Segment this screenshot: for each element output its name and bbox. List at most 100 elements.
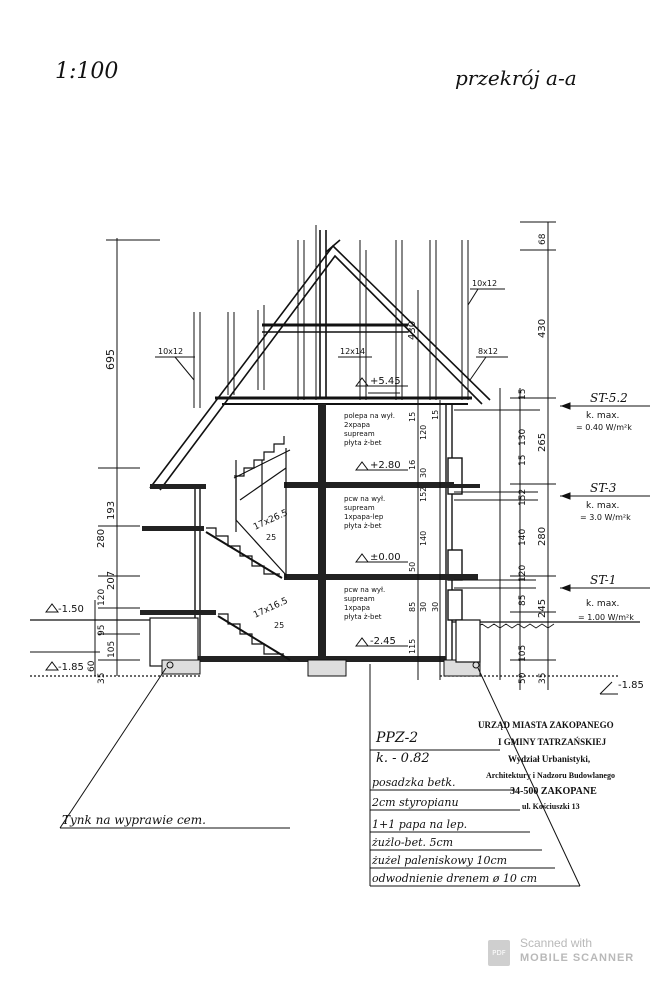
- timber-label-3: 8x12: [478, 347, 498, 356]
- floor-note-2-line-1: pcw na wył.: [344, 495, 385, 503]
- left-dimension-line: [94, 238, 160, 676]
- stamp-line-3: Wydział Urbanistyki,: [508, 754, 590, 764]
- mid-dim-1: 120: [419, 425, 428, 440]
- mid-dim-2: 15: [431, 410, 440, 420]
- right-dim-1: 130: [518, 429, 528, 446]
- foundation-line-1: posadzka betk.: [372, 776, 456, 789]
- st-label-1: ST-5.2 k. max. = 0.40 W/m²k: [560, 391, 650, 432]
- floor-note-2-line-2: supream: [344, 504, 375, 512]
- watermark-line-2: MOBILE SCANNER: [520, 952, 635, 964]
- st-1-k: k. max.: [586, 411, 619, 421]
- right-dim-3: 265: [537, 433, 548, 452]
- level-minus-245: -2.45: [370, 636, 396, 647]
- right-dim-4: 152: [518, 489, 528, 506]
- st-2-name: ST-3: [590, 481, 617, 495]
- st-2-k: k. max.: [586, 501, 619, 511]
- stamp-line-2: I GMINY TATRZAŃSKIEJ: [498, 737, 607, 747]
- floor-note-3-line-3: 1xpapa: [344, 604, 370, 612]
- foundation-line-3: 1+1 papa na lep.: [372, 818, 467, 831]
- mid-dim-10: 30: [431, 602, 440, 612]
- level-minus-185-right: -1.85: [618, 680, 644, 691]
- floor-slabs: [140, 409, 540, 662]
- mid-dim-9: 30: [419, 602, 428, 612]
- left-dim-4: 95: [97, 625, 107, 636]
- pdf-badge-icon: PDF: [488, 940, 510, 966]
- stamp-line-4: Architektury i Nadzoru Budowlanego: [486, 771, 615, 780]
- floor-note-3-line-1: pcw na wył.: [344, 586, 385, 594]
- floor-note-3-line-2: supream: [344, 595, 375, 603]
- floor-note-1-line-3: supream: [344, 430, 375, 438]
- vertical-posts: [193, 225, 469, 408]
- left-dim-6: 60: [87, 660, 97, 672]
- floor-note-1-line-2: 2xpapa: [344, 421, 370, 429]
- foundation-leaders: [59, 664, 581, 887]
- foundation-k: k. - 0.82: [376, 751, 430, 766]
- floor-note-box-2: pcw na wył. supream 1xpapa-lep płyta ż-b…: [340, 492, 404, 534]
- level-545: +5.45: [370, 376, 401, 387]
- plaster-note: Tynk na wyprawie cem.: [62, 813, 206, 827]
- right-dim-12: 35: [538, 673, 548, 684]
- stamp-line-5: 34-500 ZAKOPANE: [510, 786, 597, 797]
- st-3-name: ST-1: [590, 573, 616, 587]
- left-dim-0: 193: [106, 501, 117, 520]
- level-minus-150: -1.50: [58, 604, 84, 615]
- left-dim-2: 207: [106, 571, 117, 590]
- level-minus-185-left: -1.85: [58, 662, 84, 673]
- mid-dim-8: 85: [408, 602, 417, 612]
- roof: [149, 230, 491, 491]
- level-markers: [30, 377, 618, 695]
- mid-dim-5: 152: [419, 487, 428, 502]
- st-1-value: = 0.40 W/m²k: [576, 423, 632, 432]
- mid-dim-6: 140: [419, 531, 428, 546]
- dim-total-height: 695: [104, 349, 117, 370]
- floor-note-3-line-4: płyta ż-bet: [344, 613, 382, 621]
- dim-430-mid: 430: [407, 321, 418, 340]
- st-1-name: ST-5.2: [590, 391, 628, 405]
- mid-dim-4: 30: [419, 468, 428, 478]
- right-dim-11: 50: [518, 672, 528, 684]
- right-dim-5: 140: [518, 529, 528, 546]
- dim-430-right: 430: [537, 319, 548, 338]
- right-dim-9: 85: [518, 595, 528, 606]
- left-dim-7: 35: [97, 673, 107, 684]
- mid-dimension-line: [417, 290, 441, 680]
- floor-note-1-line-4: płyta ż-bet: [344, 439, 382, 447]
- foundation-line-5: żużel paleniskowy 10cm: [371, 854, 507, 867]
- stamp-line-6: ul. Kościuszki 13: [522, 802, 580, 811]
- right-dim-8: 245: [537, 599, 548, 618]
- st-label-2: ST-3 k. max. = 3.0 W/m²k: [560, 481, 650, 522]
- staircase: [205, 436, 291, 661]
- floor-note-box-1: polepa na wył. 2xpapa supream płyta ż-be…: [340, 410, 404, 450]
- dim-top: 68: [538, 233, 548, 245]
- section-title: przekrój a-a: [455, 66, 577, 90]
- right-dimension-line: [499, 221, 556, 690]
- scanner-watermark: PDF Scanned with MOBILE SCANNER: [488, 936, 648, 972]
- left-dim-5: 105: [107, 641, 117, 658]
- foundation-line-6: odwodnienie drenem ø 10 cm: [372, 872, 537, 885]
- stamp-line-1: URZĄD MIASTA ZAKOPANEGO: [478, 720, 614, 730]
- mid-dim-0: 15: [408, 412, 417, 422]
- right-dim-10: 105: [518, 645, 528, 662]
- right-dim-2: 15: [518, 455, 528, 466]
- right-dim-0: 15: [518, 389, 528, 400]
- floor-note-box-3: pcw na wył. supream 1xpapa płyta ż-bet: [340, 584, 404, 626]
- watermark-line-1: Scanned with: [520, 936, 593, 950]
- foundations: [149, 617, 481, 677]
- foundation-ppz: PPZ-2: [375, 730, 418, 746]
- level-280: +2.80: [370, 460, 401, 471]
- level-000: ±0.00: [370, 552, 401, 563]
- st-3-k: k. max.: [586, 599, 619, 609]
- timber-label-4: 10x12: [472, 279, 497, 288]
- mid-dim-11: 115: [408, 639, 417, 654]
- left-dim-1: 280: [96, 529, 107, 548]
- stair-label-3: 17x16.5: [252, 596, 290, 621]
- office-stamp: URZĄD MIASTA ZAKOPANEGO I GMINY TATRZAŃS…: [478, 720, 615, 811]
- left-dim-3: 120: [97, 589, 107, 606]
- floor-note-2-line-3: 1xpapa-lep: [344, 513, 384, 521]
- stair-label-4: 25: [274, 621, 284, 630]
- timber-leaders: [155, 288, 508, 394]
- st-3-value: = 1.00 W/m²k: [578, 613, 634, 622]
- scale-label: 1:100: [55, 59, 118, 84]
